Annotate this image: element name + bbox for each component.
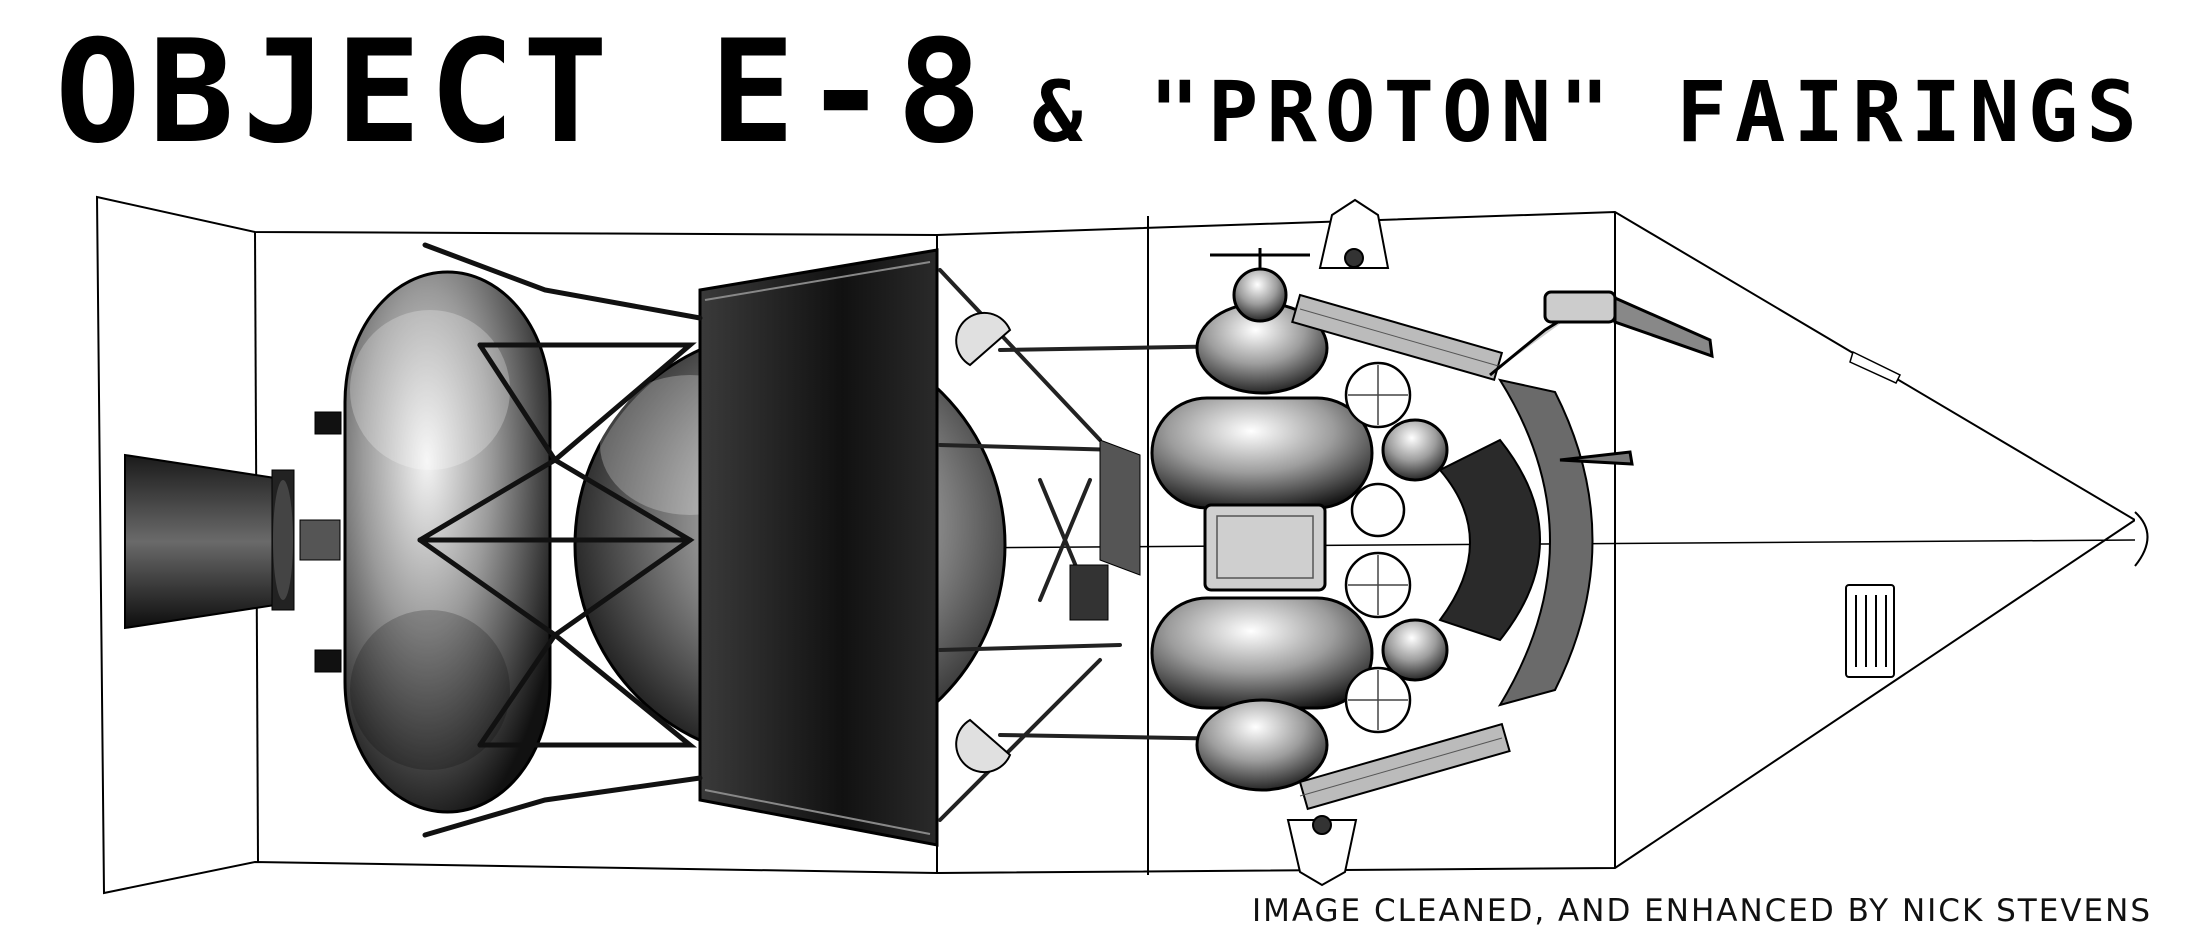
fairing-side-brackets <box>1286 198 1390 887</box>
landing-pads <box>955 311 1012 774</box>
main-engine-nozzle <box>124 453 295 630</box>
fairing-shell <box>95 195 2137 895</box>
rover-wheels <box>1344 361 1412 734</box>
payload-propellant-tanks <box>1150 301 1449 792</box>
diagram-title: OBJECT E-8 & "PROTON" FAIRINGS <box>0 18 2200 168</box>
aft-toroidal-tank <box>343 270 552 814</box>
nose-cap <box>2134 511 2149 567</box>
truss-frame <box>417 242 703 838</box>
instrument-panel <box>1203 503 1327 592</box>
cylindrical-cowl <box>698 248 939 847</box>
title-rest: & "PROTON" FAIRINGS <box>1032 63 2145 161</box>
fairing-hinge <box>1849 350 1902 384</box>
vernier-engines <box>299 411 342 673</box>
top-gimbal <box>1210 248 1310 323</box>
rcs-cone <box>1069 439 1141 621</box>
fairing-vent <box>1845 584 1895 678</box>
antenna-boom <box>1489 290 1714 466</box>
image-credit: IMAGE CLEANED, AND ENHANCED BY NICK STEV… <box>1251 893 2152 929</box>
title-main: OBJECT E-8 <box>55 10 991 175</box>
solar-panels <box>1291 293 1511 811</box>
rover-body <box>1438 378 1594 707</box>
